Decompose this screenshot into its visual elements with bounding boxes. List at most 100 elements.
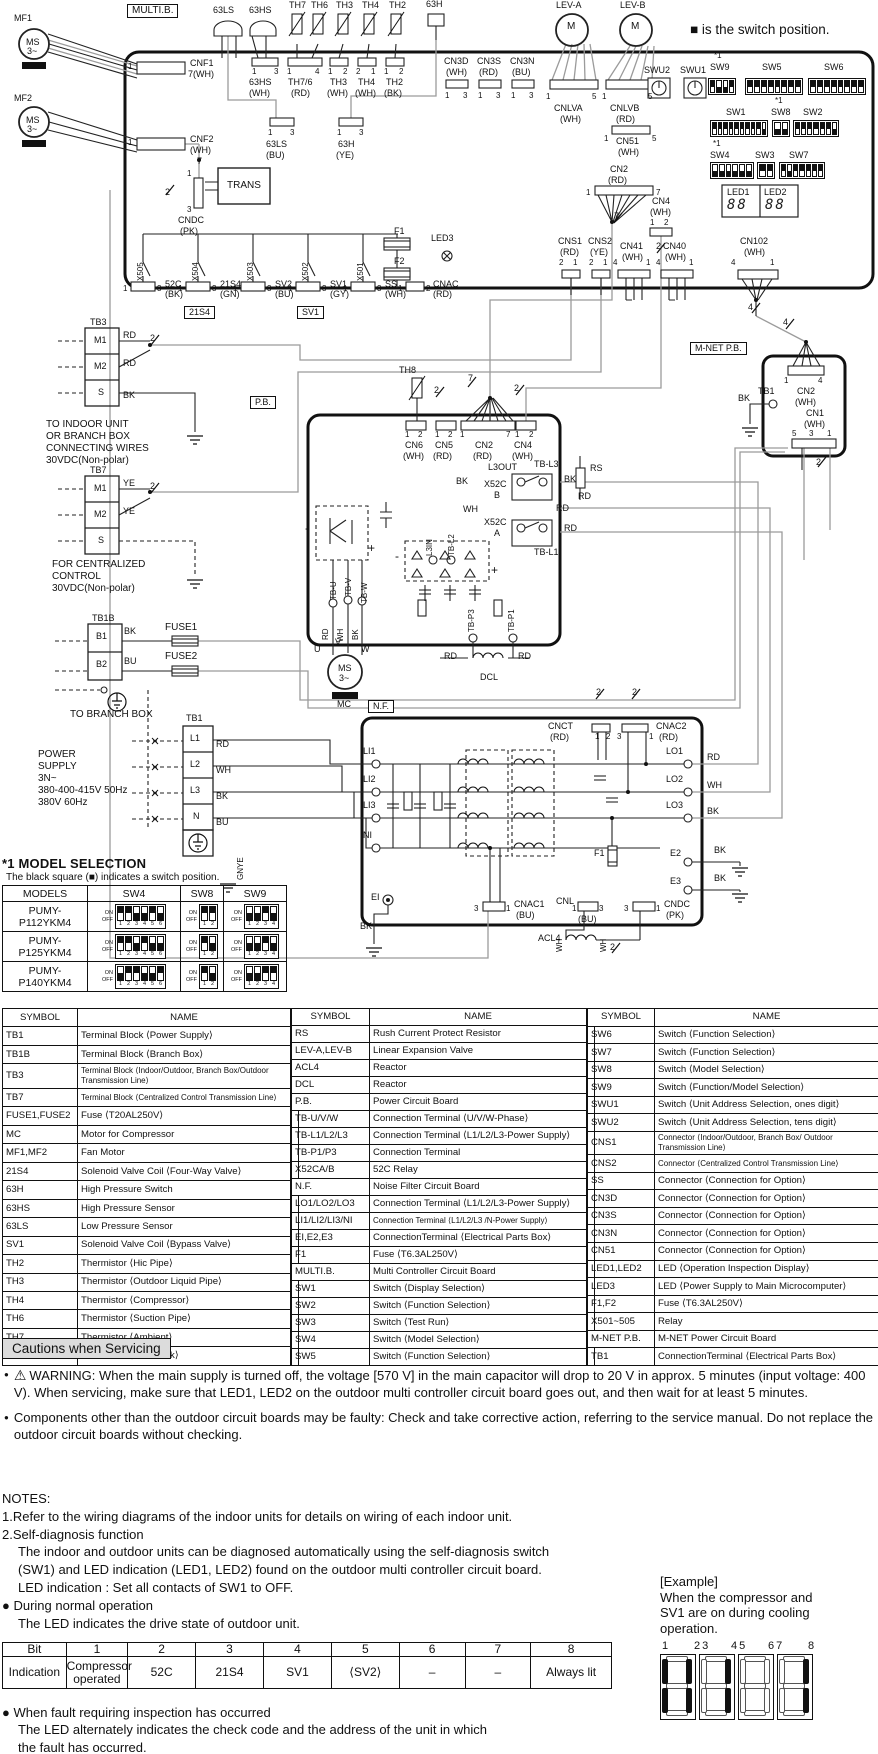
diagram-label: 1 bbox=[343, 284, 348, 293]
text-line: ● During normal operation bbox=[2, 1597, 153, 1613]
diagram-label: CNS1 bbox=[558, 236, 583, 246]
diagram-label: B1 bbox=[96, 631, 108, 641]
name-cell: Switch ⟨Unit Address Selection, tens dig… bbox=[654, 1113, 878, 1132]
diagram-label: FUSE1 bbox=[165, 622, 198, 633]
name-cell: Fuse ⟨T20AL250V⟩ bbox=[77, 1106, 291, 1126]
cautions-section: Cautions when Servicing ●⚠WARNING: When … bbox=[2, 1338, 874, 1443]
diagram-label: CN2 bbox=[475, 440, 494, 450]
notes-heading: NOTES: bbox=[2, 1491, 51, 1506]
bit-table-cell: 4 bbox=[262, 1641, 332, 1658]
diagram-label: 3 bbox=[624, 904, 629, 913]
symbol-cell: LED3 bbox=[587, 1277, 655, 1296]
seven-segment-digit bbox=[738, 1654, 774, 1721]
diagram-label: 4 bbox=[613, 258, 618, 267]
diagram-label: 3 bbox=[463, 91, 468, 100]
bit-table-cell: SV1 bbox=[262, 1656, 332, 1690]
name-cell: Connector ⟨Connection for Option⟩ bbox=[654, 1224, 878, 1243]
diagram-label: 2 bbox=[399, 67, 404, 76]
diagram-label: 30VDC(Non-polar) bbox=[52, 583, 135, 594]
diagram-label: SW8 bbox=[771, 107, 791, 117]
diagram-label: 3 bbox=[809, 429, 814, 438]
diagram-label: 7 bbox=[656, 188, 661, 197]
diagram-label: (WH) bbox=[403, 451, 424, 461]
diagram-label: LI2 bbox=[363, 774, 376, 784]
diagram-label: TRANS bbox=[227, 180, 261, 191]
text-line: 1.Refer to the wiring diagrams of the in… bbox=[2, 1508, 513, 1524]
diagram-label: (RD) bbox=[433, 451, 452, 461]
dip-switch-sw3 bbox=[757, 162, 775, 179]
diagram-label: TB-L3 bbox=[534, 459, 559, 469]
name-cell: Connection Terminal ⟨U/V/W-Phase⟩ bbox=[369, 1110, 587, 1128]
cautions-title: Cautions when Servicing bbox=[2, 1338, 171, 1359]
diagram-label: RD bbox=[216, 739, 229, 749]
bit-table-cell: 3 bbox=[195, 1641, 264, 1658]
diagram-label: 2 bbox=[150, 333, 156, 343]
diagram-label: BK bbox=[351, 629, 360, 640]
diagram-label: 1 bbox=[515, 430, 520, 439]
symbol-cell: DCL bbox=[291, 1076, 370, 1094]
diagram-label: TH4 bbox=[358, 77, 376, 87]
diagram-label: FOR CENTRALIZED bbox=[52, 559, 146, 570]
diagram-label: NI bbox=[363, 830, 372, 840]
symbol-table-header: SYMBOL bbox=[587, 1008, 655, 1027]
bit-table-cell: 21S4 bbox=[195, 1656, 264, 1690]
dip-switch-sw4 bbox=[710, 162, 754, 179]
symbol-cell: SW1 bbox=[291, 1280, 370, 1298]
diagram-label: LI3 bbox=[363, 800, 376, 810]
text-line: The LED alternately indicates the check … bbox=[18, 1722, 488, 1738]
diagram-label: 3 bbox=[274, 67, 279, 76]
diagram-label: (RD) bbox=[473, 451, 492, 461]
name-cell: Reactor bbox=[369, 1076, 587, 1094]
diagram-label: 1 bbox=[604, 134, 609, 143]
name-cell: Connection Terminal ⟨L1/L2/L3-Power Supp… bbox=[369, 1195, 587, 1213]
symbol-cell: TB1 bbox=[587, 1347, 655, 1366]
diagram-label: (WH) bbox=[665, 252, 686, 262]
diagram-label: 1 bbox=[287, 67, 292, 76]
diagram-label: CNAC1 bbox=[514, 899, 545, 909]
symbol-table-header: NAME bbox=[654, 1008, 878, 1027]
diagram-label: OR BRANCH BOX bbox=[46, 431, 130, 442]
model-table-header: SW8 bbox=[180, 885, 224, 902]
text-line: The LED indicates the drive state of out… bbox=[18, 1615, 300, 1631]
example-bit-label: 45 bbox=[731, 1640, 748, 1653]
diagram-label: M1 bbox=[94, 335, 107, 345]
diagram-label: RD bbox=[123, 358, 136, 368]
diagram-label: 3 bbox=[267, 284, 272, 293]
diagram-label: SV1 bbox=[330, 279, 348, 289]
symbol-cell: F1 bbox=[291, 1246, 370, 1264]
name-cell: Thermistor ⟨Hic Pipe⟩ bbox=[77, 1254, 291, 1274]
name-cell: Solenoid Valve Coil ⟨Four-Way Valve⟩ bbox=[77, 1161, 291, 1182]
symbol-cell: F1,F2 bbox=[587, 1294, 655, 1314]
name-cell: Power Circuit Board bbox=[369, 1093, 587, 1111]
diagram-label: 2 bbox=[356, 67, 361, 76]
diagram-label: 1 bbox=[586, 188, 591, 197]
diagram-label: SW9 bbox=[710, 62, 730, 72]
symbol-cell: SW8 bbox=[587, 1060, 655, 1080]
diagram-label: CN5 bbox=[435, 440, 454, 450]
symbol-cell: LEV-A,LEV-B bbox=[291, 1042, 370, 1060]
diagram-label: DCL bbox=[480, 672, 499, 682]
diagram-label: CN6 bbox=[405, 440, 424, 450]
diagram-label: 1 bbox=[646, 258, 651, 267]
diagram-label: (WH) bbox=[622, 252, 643, 262]
diagram-label: (RD) bbox=[616, 114, 635, 124]
diagram-label: 63LS bbox=[213, 5, 235, 15]
bit-table-cell: 8 bbox=[530, 1641, 612, 1658]
diagram-label: (RD) bbox=[608, 175, 627, 185]
diagram-label: TB-L2 bbox=[447, 534, 456, 556]
diagram-label: SW5 bbox=[762, 62, 782, 72]
